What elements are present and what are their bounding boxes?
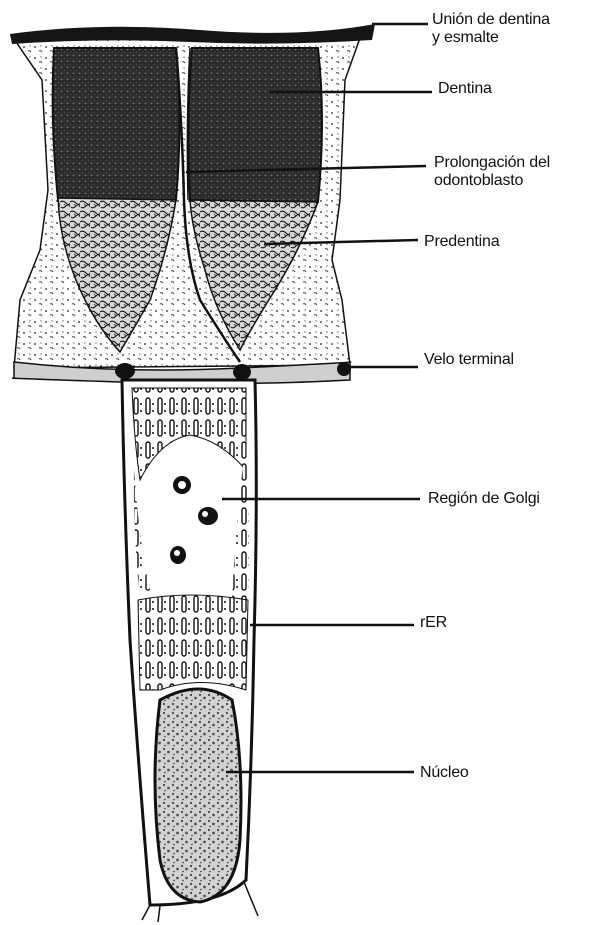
nucleus [155, 689, 241, 902]
dentin-left [53, 48, 180, 200]
label-prolongacion-line1: Prolongación del [434, 154, 550, 172]
label-predentina: Predentina [424, 233, 499, 251]
rer-lower [138, 595, 248, 690]
label-region-golgi: Región de Golgi [428, 490, 540, 508]
label-union-dentina-esmalte: Unión de dentina y esmalte [432, 11, 550, 47]
dentin-right [188, 48, 322, 202]
label-nucleo: Núcleo [420, 764, 469, 782]
label-prolongacion: Prolongación del odontoblasto [434, 154, 550, 190]
label-union-line2: y esmalte [432, 29, 550, 47]
label-velo-terminal: Velo terminal [424, 351, 514, 369]
dentin-enamel-junction [10, 24, 375, 44]
label-prolongacion-line2: odontoblasto [434, 172, 550, 190]
label-union-line1: Unión de dentina [432, 11, 550, 29]
label-rer: rER [420, 614, 447, 632]
label-dentina: Dentina [438, 80, 492, 98]
